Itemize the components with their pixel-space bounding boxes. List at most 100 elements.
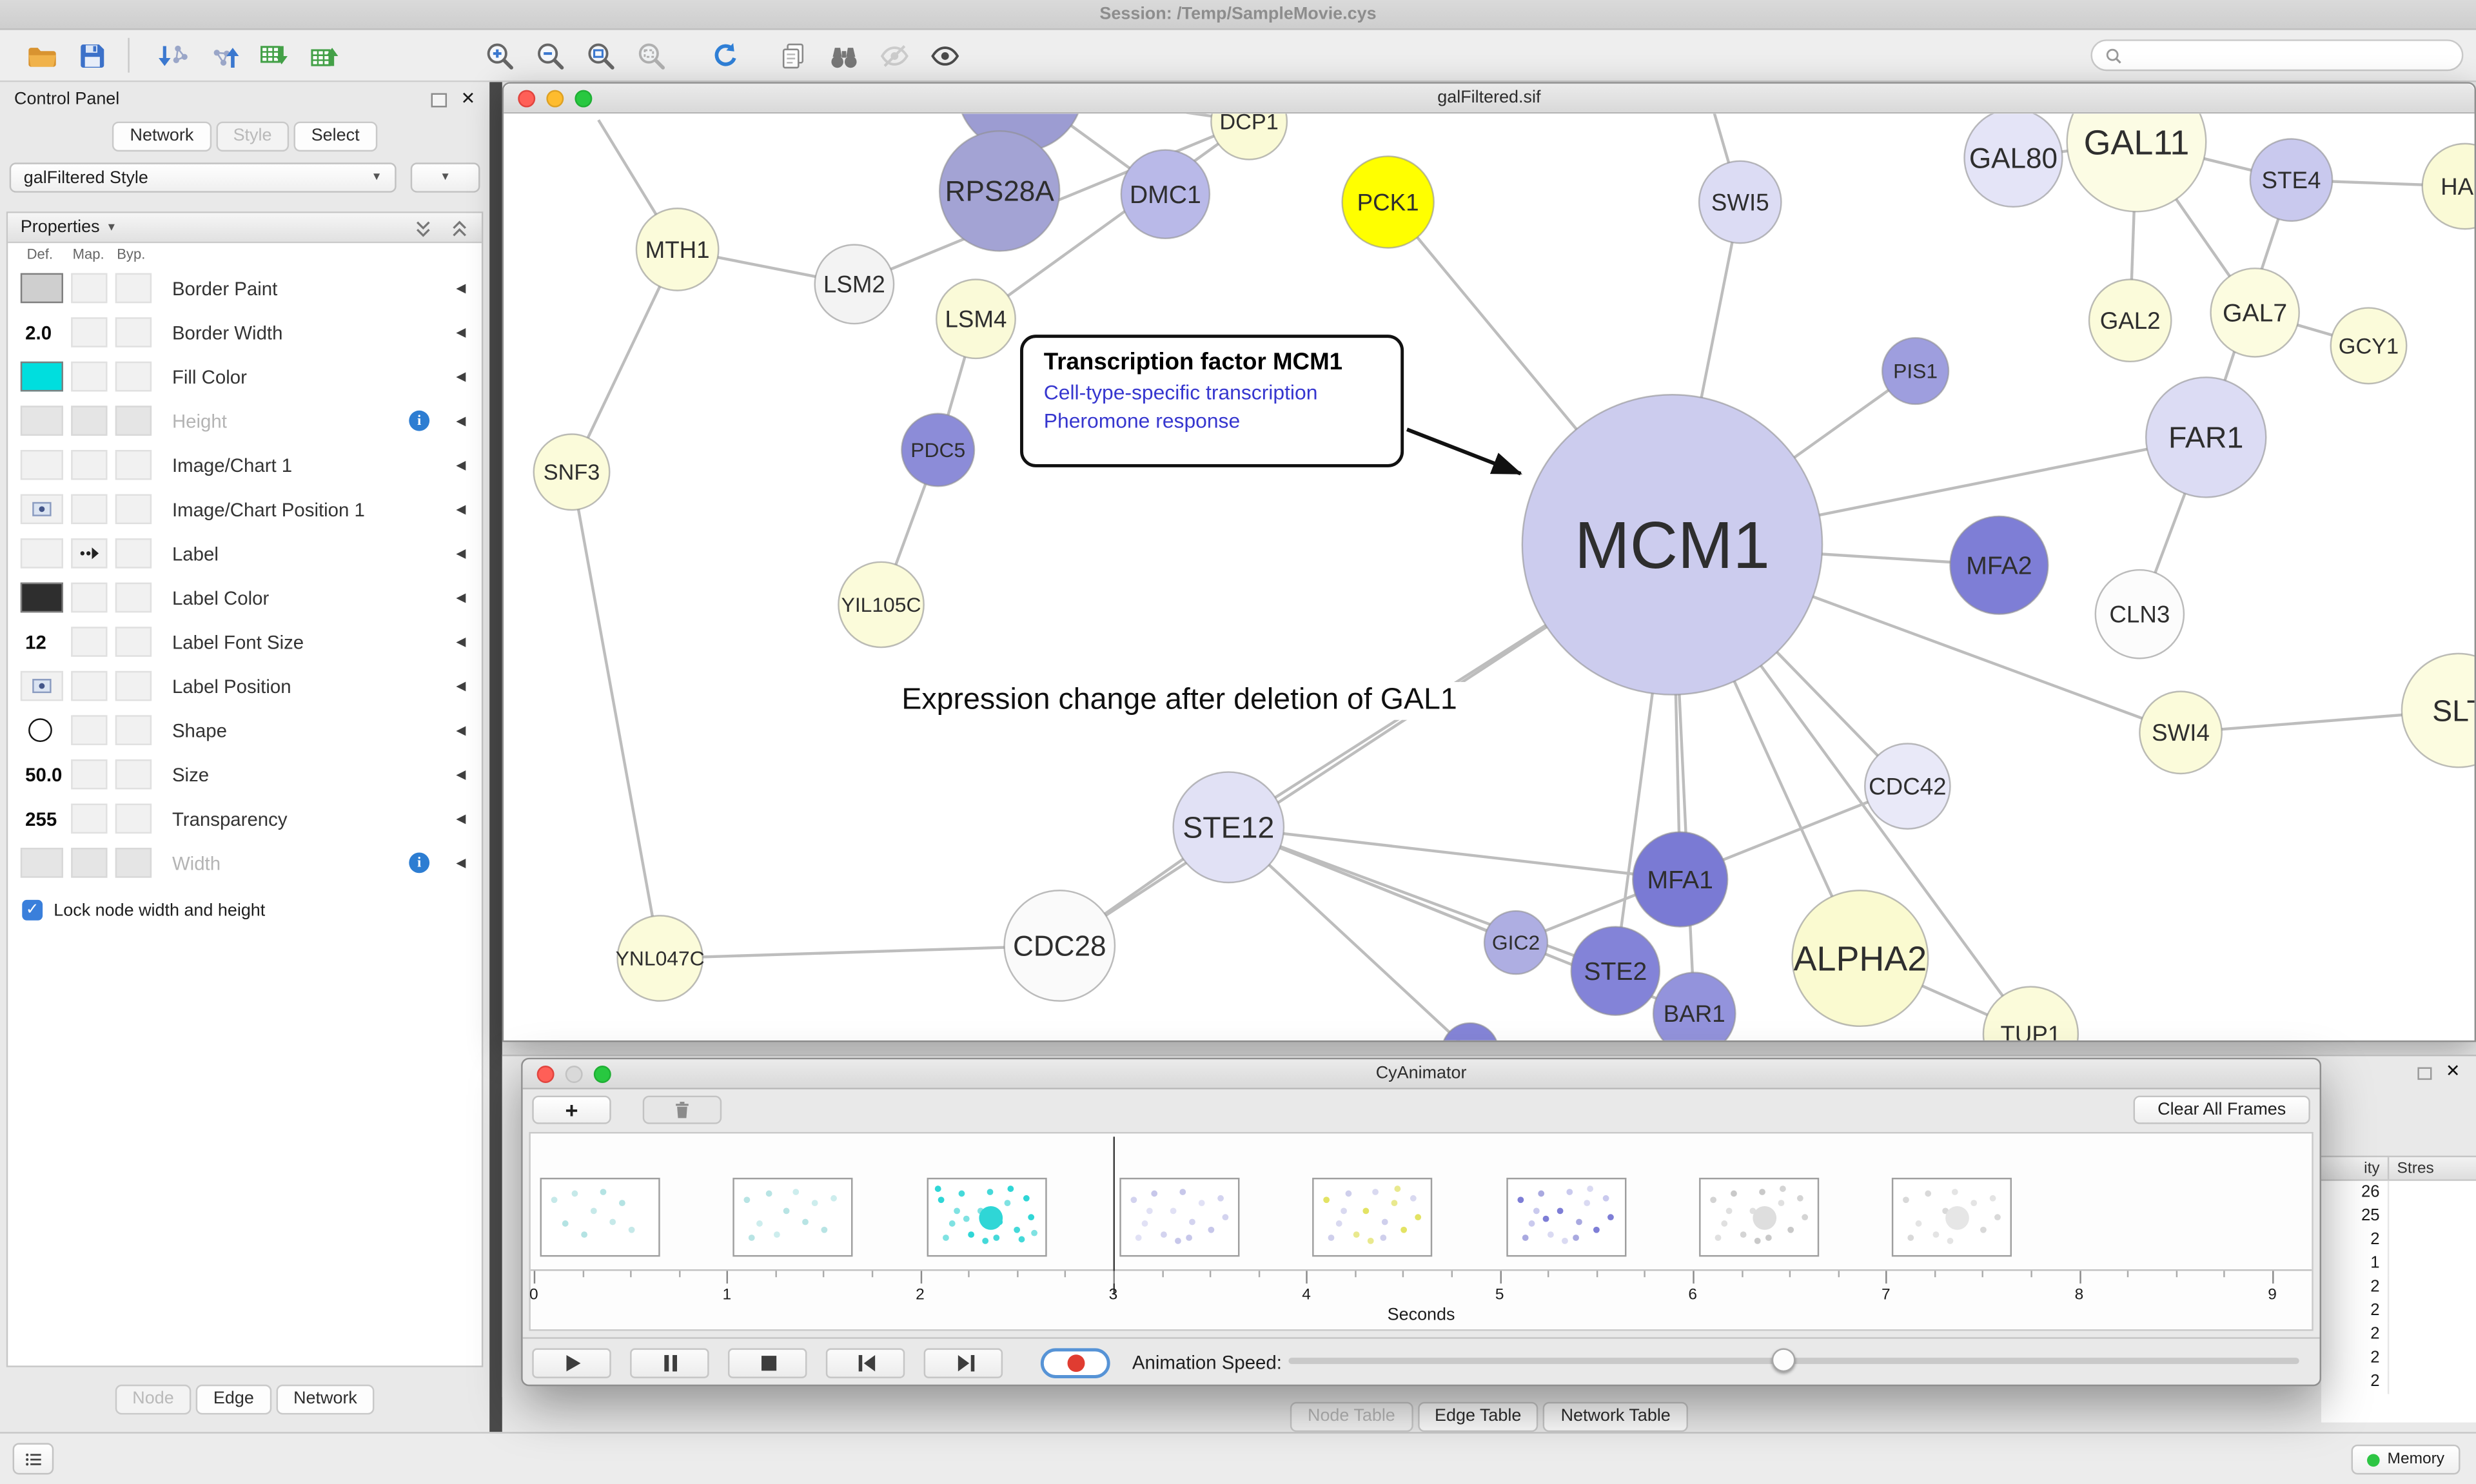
annotation-link[interactable]: Cell-type-specific transcription (1043, 380, 1318, 404)
mapping-cell[interactable] (71, 803, 108, 834)
network-node-PIS1[interactable] (1881, 337, 1950, 405)
close-window-icon[interactable] (536, 1066, 555, 1084)
frame-thumbnail-3[interactable] (926, 1177, 1046, 1257)
property-row-fill-color[interactable]: Fill Color◀ (8, 355, 482, 400)
node-table-header[interactable]: ity Stres (2321, 1155, 2476, 1181)
mapping-cell[interactable] (115, 670, 152, 701)
table-row[interactable]: 2 (2321, 1323, 2476, 1347)
network-node-YNL047C[interactable] (616, 915, 704, 1002)
import-network-button[interactable] (152, 34, 194, 77)
hide-details-button[interactable] (873, 34, 916, 77)
expand-row-icon[interactable]: ◀ (456, 634, 466, 649)
zoom-selected-button[interactable] (630, 34, 673, 77)
refresh-button[interactable] (704, 34, 747, 77)
mapping-cell[interactable] (115, 803, 152, 834)
mapping-cell[interactable] (115, 627, 152, 657)
table-row[interactable]: 2 (2321, 1346, 2476, 1371)
network-node-GAL7[interactable] (2210, 268, 2300, 358)
expand-row-icon[interactable]: ◀ (456, 723, 466, 737)
network-node-GCY1[interactable] (2330, 307, 2408, 385)
mapping-cell[interactable] (20, 538, 63, 569)
network-node-MCM1[interactable] (1521, 394, 1823, 696)
mapping-cell[interactable] (115, 715, 152, 745)
mapping-cell[interactable] (71, 627, 108, 657)
network-node-DMC1[interactable] (1120, 149, 1211, 240)
mapping-cell[interactable] (20, 848, 63, 878)
network-node-GAL2[interactable] (2088, 278, 2172, 363)
expand-row-icon[interactable]: ◀ (456, 458, 466, 473)
mapping-cell[interactable] (115, 273, 152, 304)
mapping-cell[interactable] (115, 848, 152, 878)
skip-start-button[interactable] (825, 1347, 905, 1378)
zoom-out-button[interactable] (529, 34, 571, 77)
frame-thumbnail-6[interactable] (1506, 1177, 1626, 1257)
property-row-image-chart-position-1[interactable]: Image/Chart Position 1◀ (8, 488, 482, 532)
network-node-LSM2[interactable] (814, 244, 895, 325)
minimize-window-icon[interactable] (565, 1066, 583, 1084)
play-button[interactable] (532, 1347, 611, 1378)
mapping-cell[interactable] (71, 449, 108, 480)
collapse-all-icon[interactable] (449, 215, 469, 239)
network-node-HAP[interactable] (2421, 142, 2475, 230)
expand-row-icon[interactable]: ◀ (456, 369, 466, 384)
tab-node-table[interactable]: Node Table (1290, 1401, 1413, 1432)
network-node-MTH1[interactable] (635, 208, 720, 291)
property-default-value[interactable]: 12 (25, 631, 46, 654)
style-options-button[interactable]: ▼ (410, 162, 480, 193)
table-row[interactable]: 25 (2321, 1204, 2476, 1229)
network-node-YIL105C[interactable] (838, 561, 925, 649)
network-node-SWI5[interactable] (1698, 160, 1782, 244)
network-node-NODEX[interactable] (1442, 1022, 1498, 1040)
mapping-cell[interactable] (71, 405, 108, 436)
tab-select[interactable]: Select (293, 121, 377, 151)
property-row-label-position[interactable]: Label Position◀ (8, 665, 482, 709)
mapping-cell[interactable] (115, 405, 152, 436)
table-row[interactable]: 2 (2321, 1228, 2476, 1253)
expand-row-icon[interactable]: ◀ (456, 413, 466, 428)
frame-thumbnail-7[interactable] (1699, 1177, 1820, 1257)
search-input[interactable] (2130, 46, 2451, 65)
network-node-CDC42[interactable] (1864, 743, 1951, 830)
clear-all-frames-button[interactable]: Clear All Frames (2133, 1095, 2310, 1124)
annotation-box[interactable]: Transcription factor MCM1 Cell-type-spec… (1020, 335, 1404, 467)
tab-network[interactable]: Network (112, 121, 211, 151)
skip-end-button[interactable] (923, 1347, 1003, 1378)
property-default-value[interactable]: 255 (25, 808, 57, 831)
table-row[interactable]: 2 (2321, 1275, 2476, 1300)
network-window-titlebar[interactable]: galFiltered.sif (504, 83, 2475, 114)
color-swatch[interactable] (20, 273, 63, 304)
slider-thumb[interactable] (1771, 1348, 1796, 1372)
expand-row-icon[interactable]: ◀ (456, 590, 466, 605)
table-row[interactable]: 2 (2321, 1370, 2476, 1394)
open-session-button[interactable] (21, 34, 63, 77)
network-node-SWI4[interactable] (2139, 690, 2223, 775)
mapping-cell[interactable] (71, 715, 108, 745)
network-node-BAR1[interactable] (1652, 971, 1736, 1040)
table-row[interactable]: 2 (2321, 1299, 2476, 1323)
network-node-ALPHA2[interactable] (1791, 890, 1929, 1028)
record-button[interactable] (1040, 1347, 1110, 1378)
add-frame-button[interactable]: + (532, 1095, 611, 1124)
close-window-icon[interactable] (518, 90, 536, 108)
zoom-window-icon[interactable] (575, 90, 593, 108)
network-edge[interactable] (1228, 826, 1616, 973)
mapping-cell[interactable] (115, 582, 152, 613)
mapping-cell[interactable] (115, 538, 152, 569)
network-node-SLT[interactable] (2401, 652, 2475, 768)
session-titlebar[interactable]: Session: /Temp/SampleMovie.cys (0, 0, 2476, 30)
tab-network[interactable]: Network (276, 1384, 375, 1415)
network-edge[interactable] (975, 120, 1250, 320)
mapping-cell[interactable] (71, 273, 108, 304)
export-table-button[interactable] (303, 34, 346, 77)
snapshot-button[interactable] (772, 34, 815, 77)
network-edge[interactable] (660, 944, 1060, 960)
mapping-cell[interactable] (20, 405, 63, 436)
show-details-button[interactable] (924, 34, 967, 77)
network-node-GIC2[interactable] (1483, 910, 1549, 975)
